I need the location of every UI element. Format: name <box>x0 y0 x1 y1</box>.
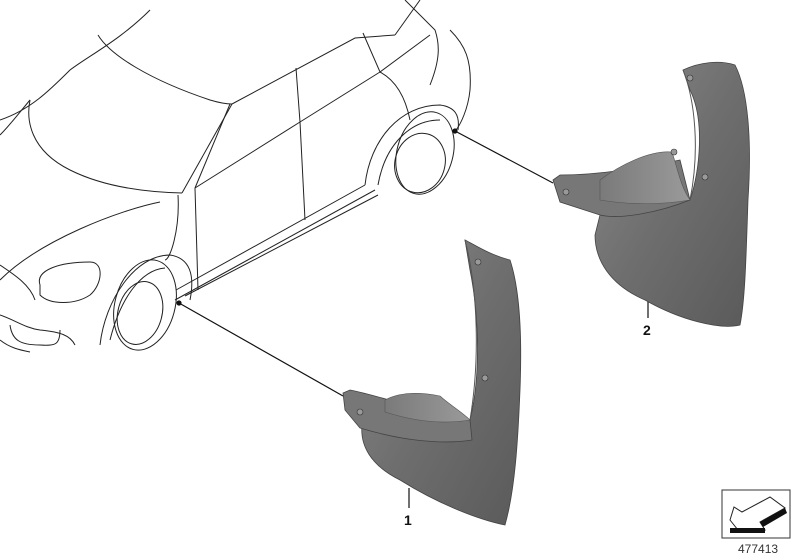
orientation-arrow-icon <box>721 489 791 539</box>
leader-lines <box>176 128 649 508</box>
vehicle-outline <box>0 0 471 353</box>
diagram-number: 477413 <box>738 542 779 556</box>
part-1-front-mud-flap[interactable] <box>342 239 522 526</box>
part-label-1: 1 <box>404 512 412 528</box>
part-label-2: 2 <box>643 322 651 338</box>
part-2-rear-mud-flap[interactable] <box>552 61 750 327</box>
